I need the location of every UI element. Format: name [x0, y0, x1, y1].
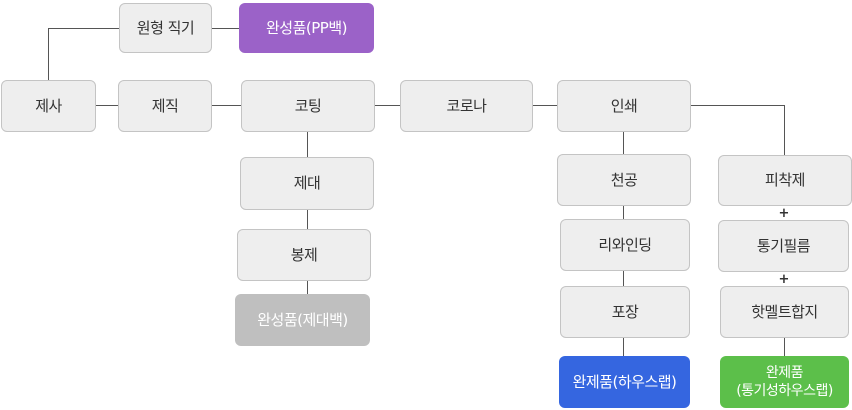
- plus-sign-2: +: [778, 271, 790, 287]
- node-adhesive: 피착제: [718, 155, 852, 206]
- node-punching: 천공: [557, 154, 691, 206]
- node-packaging: 포장: [560, 286, 690, 338]
- node-printing: 인쇄: [557, 80, 691, 132]
- node-finished-breathable-house-wrap: 완제품 (통기성하우스랩): [720, 356, 849, 408]
- plus-sign-1: +: [778, 205, 790, 221]
- node-finished-bag: 완성품(제대백): [235, 294, 370, 346]
- node-finished-pp-bag: 완성품(PP백): [239, 3, 374, 53]
- node-bag-making: 제대: [240, 157, 374, 210]
- node-rewinding: 리와인딩: [560, 219, 690, 271]
- node-corona: 코로나: [400, 80, 533, 132]
- node-weaving: 제직: [118, 80, 212, 132]
- node-coating: 코팅: [241, 80, 375, 132]
- connector-printing-to-adhesive: [691, 105, 785, 155]
- node-hot-melt-lamination: 핫멜트합지: [720, 286, 849, 338]
- node-round-weaving: 원형 직기: [119, 3, 212, 53]
- node-finished-house-wrap: 완제품(하우스랩): [559, 356, 690, 408]
- connector-yarn-to-round-weaving: [48, 28, 119, 81]
- node-breathable-film: 통기필름: [718, 220, 849, 272]
- node-yarn-making: 제사: [1, 80, 96, 132]
- node-sewing: 봉제: [237, 229, 371, 281]
